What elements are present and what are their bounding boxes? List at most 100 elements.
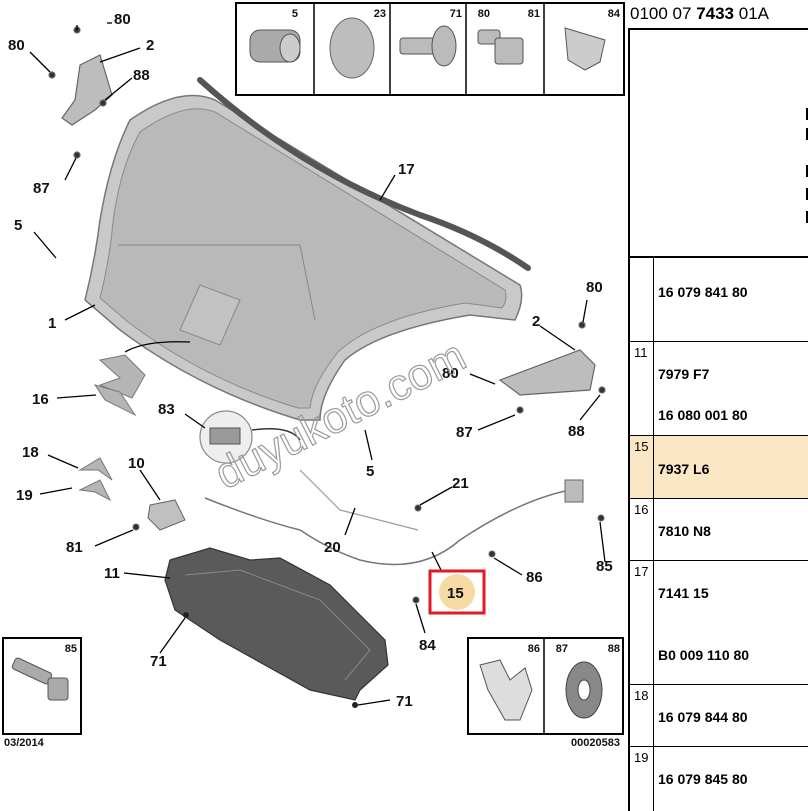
callout-2: 2 bbox=[146, 37, 154, 54]
callout-17: 17 bbox=[398, 161, 415, 178]
inset-label-86: 86 bbox=[528, 643, 540, 655]
callout-2: 2 bbox=[532, 313, 540, 330]
hood-seal-strip bbox=[197, 77, 531, 271]
callout-80: 80 bbox=[442, 365, 459, 382]
inset-label-71: 71 bbox=[450, 8, 462, 20]
latch-bracket-right bbox=[412, 479, 605, 604]
release-rod bbox=[299, 469, 419, 531]
clipped-mark bbox=[806, 188, 808, 200]
clipped-mark bbox=[806, 211, 808, 223]
callout-87: 87 bbox=[33, 180, 50, 197]
part-number: 16 079 845 80 bbox=[658, 771, 748, 787]
callout-5: 5 bbox=[14, 217, 22, 234]
callout-83: 83 bbox=[158, 401, 175, 418]
inset-label-81: 81 bbox=[528, 8, 540, 20]
row-index: 16 bbox=[630, 499, 654, 560]
callout-84: 84 bbox=[419, 637, 436, 654]
inset-push-clip bbox=[399, 25, 457, 67]
callout-20: 20 bbox=[324, 539, 341, 556]
callout-11: 11 bbox=[104, 565, 120, 582]
clipped-mark bbox=[806, 108, 808, 120]
callout-21: 21 bbox=[452, 475, 469, 492]
row-index: 19 bbox=[630, 747, 654, 811]
table-row[interactable]: 19 16 079 845 80 bbox=[630, 747, 808, 811]
callout-71: 71 bbox=[150, 653, 167, 670]
insulation-panel bbox=[164, 547, 389, 708]
inset-label-23: 23 bbox=[374, 8, 386, 20]
right-hinge bbox=[498, 321, 606, 414]
part-number: 16 079 841 80 bbox=[658, 284, 748, 300]
highlight-circle-15 bbox=[439, 574, 475, 610]
row-index: 11 bbox=[630, 342, 654, 435]
table-row[interactable]: 16 7810 N8 bbox=[630, 499, 808, 561]
row-index: 17 bbox=[630, 561, 654, 684]
release-cable bbox=[204, 489, 571, 566]
callout-87: 87 bbox=[456, 424, 473, 441]
badge-parts bbox=[78, 354, 146, 502]
callout-81: 81 bbox=[66, 539, 83, 556]
inset-fork-clip bbox=[479, 659, 533, 721]
table-row[interactable]: 16 079 841 80 bbox=[630, 258, 808, 342]
table-row[interactable]: 15 7937 L6 bbox=[630, 436, 808, 499]
diagram-code: 00020583 bbox=[571, 737, 620, 749]
callout-71: 71 bbox=[396, 693, 413, 710]
part-number: B0 009 110 80 bbox=[658, 647, 750, 663]
reference-suffix: 01A bbox=[734, 4, 769, 23]
inset-label-80: 80 bbox=[478, 8, 490, 20]
part-number: 7810 N8 bbox=[658, 523, 711, 539]
callout-19: 19 bbox=[16, 487, 33, 504]
part-number: 16 080 001 80 bbox=[658, 407, 748, 423]
reference-bold: 7433 bbox=[696, 4, 735, 23]
clip-detail bbox=[199, 410, 301, 464]
callout-10: 10 bbox=[128, 455, 145, 472]
callout-5: 5 bbox=[366, 463, 374, 480]
callout-80: 80 bbox=[114, 11, 131, 28]
diagram-date: 03/2014 bbox=[4, 737, 45, 749]
exploded-parts-diagram: 5 23 71 80 81 84 85 86 87 88 bbox=[2, 2, 625, 749]
table-row[interactable]: 18 16 079 844 80 bbox=[630, 685, 808, 747]
part-number: 16 079 844 80 bbox=[658, 709, 748, 725]
inset-label-85: 85 bbox=[65, 643, 77, 655]
inset-label-5: 5 bbox=[292, 8, 298, 20]
inset-label-87: 87 bbox=[556, 643, 568, 655]
part-number: 7937 L6 bbox=[658, 461, 710, 477]
inset-label-88: 88 bbox=[608, 643, 620, 655]
row-index: 15 bbox=[630, 436, 654, 498]
callout-1: 1 bbox=[48, 315, 56, 332]
hood-panel bbox=[84, 94, 523, 421]
table-row[interactable]: 17 7141 15 B0 009 110 80 bbox=[630, 561, 808, 685]
callout-80: 80 bbox=[586, 279, 603, 296]
reference-number: 0100 07 7433 01A bbox=[628, 0, 808, 28]
inset-spring-clip bbox=[564, 27, 606, 71]
callout-18: 18 bbox=[22, 444, 39, 461]
top-inset-panel: 5 23 71 80 81 84 bbox=[235, 2, 625, 96]
reference-prefix: 0100 07 bbox=[630, 4, 697, 23]
inset-pad bbox=[329, 17, 375, 79]
callout-80: 80 bbox=[8, 37, 25, 54]
bottom-right-inset: 86 87 88 bbox=[467, 637, 624, 735]
table-row[interactable]: 11 7979 F7 16 080 001 80 bbox=[630, 342, 808, 436]
callout-88: 88 bbox=[133, 67, 150, 84]
leader-lines bbox=[29, 22, 606, 706]
left-hinge bbox=[48, 26, 113, 159]
inset-flange-bolt bbox=[11, 657, 69, 701]
inset-label-84: 84 bbox=[608, 8, 621, 20]
callout-16: 16 bbox=[32, 391, 49, 408]
callout-15: 15 bbox=[447, 585, 464, 602]
clipped-mark bbox=[806, 128, 808, 140]
callout-85: 85 bbox=[596, 558, 613, 575]
inset-bolt-nut bbox=[477, 29, 524, 65]
parts-table-header bbox=[630, 28, 808, 258]
bottom-left-inset: 85 bbox=[2, 637, 82, 735]
part-number: 7979 F7 bbox=[658, 366, 710, 382]
hood-latch bbox=[132, 499, 186, 531]
highlight-box-15 bbox=[428, 569, 486, 615]
parts-table: 16 079 841 80 11 7979 F7 16 080 001 80 1… bbox=[628, 28, 808, 811]
callout-88: 88 bbox=[568, 423, 585, 440]
inset-grommet bbox=[249, 29, 301, 63]
clipped-mark bbox=[806, 165, 808, 177]
row-index: 18 bbox=[630, 685, 654, 746]
part-number: 7141 15 bbox=[658, 585, 709, 601]
callout-labels: 80 80 2 88 87 5 17 1 16 83 80 80 2 87 88… bbox=[8, 11, 613, 710]
row-index bbox=[630, 258, 654, 341]
